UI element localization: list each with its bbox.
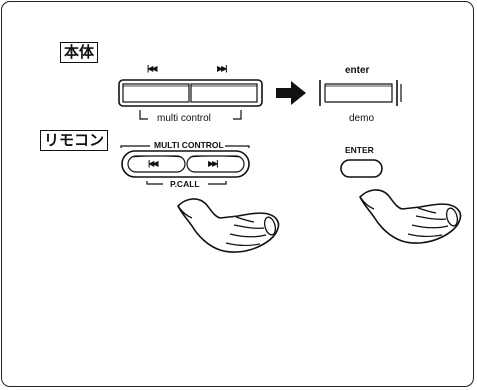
main-unit-enter-button bbox=[319, 80, 402, 106]
remote-prev-symbol: |◀◀ bbox=[148, 159, 158, 168]
remote-next-symbol: ▶▶| bbox=[208, 159, 218, 168]
main-unit-label: 本体 bbox=[60, 42, 99, 63]
remote-enter-label: ENTER bbox=[345, 145, 374, 155]
enter-label: enter bbox=[345, 65, 370, 76]
arrow-right-icon bbox=[276, 81, 306, 105]
remote-multi-control bbox=[120, 145, 250, 185]
main-unit-caption-bracket bbox=[139, 110, 242, 120]
main-unit-prev-symbol: |◀◀ bbox=[147, 64, 157, 73]
pressing-hand-icon bbox=[177, 198, 280, 253]
remote-label: リモコン bbox=[40, 130, 109, 151]
pressing-hand-icon bbox=[359, 189, 462, 244]
remote-pcall-label: P.CALL bbox=[170, 179, 200, 189]
main-unit-next-symbol: ▶▶| bbox=[217, 64, 227, 73]
demo-label: demo bbox=[349, 113, 375, 124]
main-unit-caption: multi control bbox=[157, 113, 211, 124]
main-unit-buttons bbox=[118, 79, 263, 107]
remote-multi-control-label: MULTI CONTROL bbox=[153, 140, 225, 150]
remote-enter-button bbox=[340, 159, 383, 178]
